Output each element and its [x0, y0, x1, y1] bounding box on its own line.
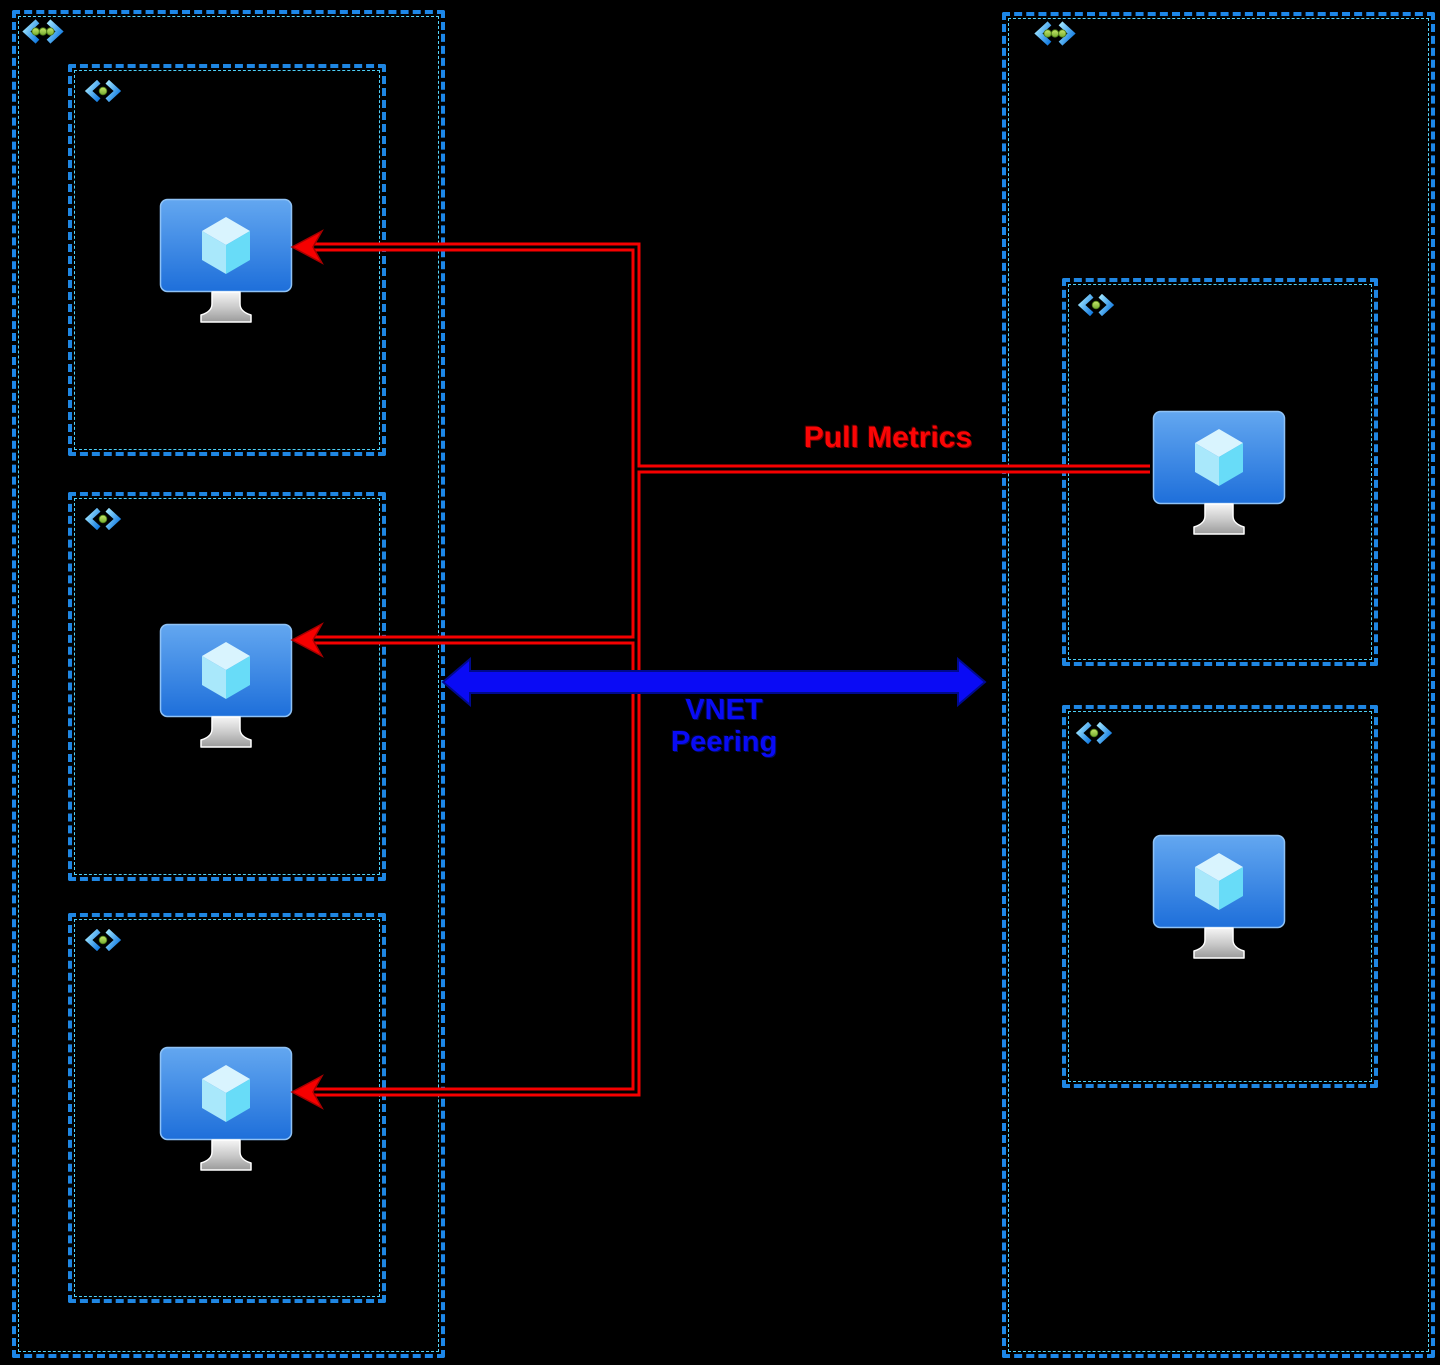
subnet-box-left-2 [68, 492, 386, 881]
virtual-machine-icon [159, 198, 293, 324]
virtual-machine-icon [159, 1046, 293, 1172]
subnet-box-right-2 [1062, 705, 1378, 1088]
vnet-box-right [1002, 12, 1435, 1358]
subnet-icon [84, 80, 122, 102]
vnet-peering-label: VNET Peering [624, 694, 824, 758]
virtual-network-icon [1032, 20, 1078, 47]
subnet-icon [84, 508, 122, 530]
virtual-machine-icon [1152, 834, 1286, 960]
subnet-icon [1075, 722, 1113, 744]
subnet-icon [1077, 294, 1115, 316]
subnet-box-left-3 [68, 913, 386, 1303]
subnet-icon [84, 929, 122, 951]
vnet-peering-label-line1: VNET [685, 694, 763, 726]
virtual-network-icon [20, 18, 66, 45]
subnet-box-left-1 [68, 64, 386, 456]
virtual-machine-icon [1152, 410, 1286, 536]
subnet-box-right-1 [1062, 278, 1378, 666]
pull-metrics-label: Pull Metrics [803, 421, 973, 454]
virtual-machine-icon [159, 623, 293, 749]
vnet-peering-label-line2: Peering [670, 726, 778, 758]
